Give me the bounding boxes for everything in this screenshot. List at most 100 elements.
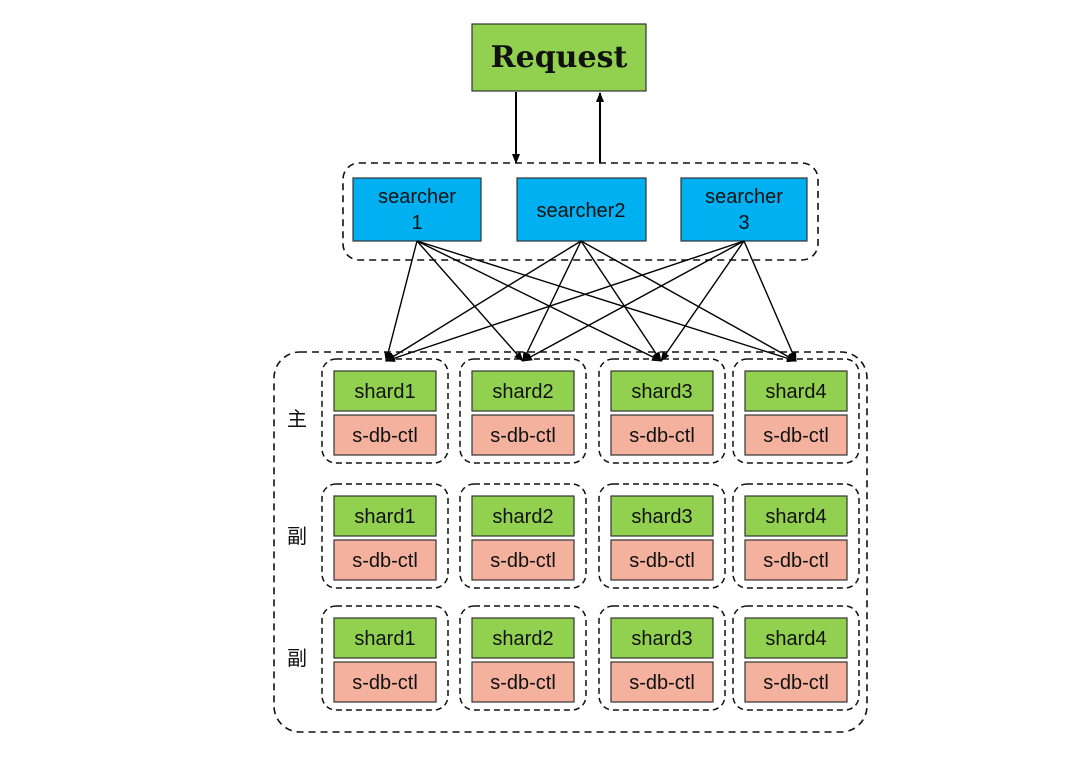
shard-unit-border xyxy=(321,358,449,464)
db-ctl-label: s-db-ctl xyxy=(490,672,556,694)
shard-unit: shard2 s-db-ctl xyxy=(459,358,587,464)
shard-unit-border xyxy=(598,605,726,711)
db-ctl-label: s-db-ctl xyxy=(763,672,829,694)
shard-unit-border xyxy=(598,358,726,464)
shard-label: shard1 xyxy=(354,506,415,528)
shard-grid: shard1 s-db-ctl shard2 s-db-ctl shard3 s-db-c… xyxy=(321,358,860,711)
db-ctl-label: s-db-ctl xyxy=(352,550,418,572)
db-ctl-label: s-db-ctl xyxy=(629,550,695,572)
shard-unit: shard2 s-db-ctl xyxy=(459,605,587,711)
shard-unit-border xyxy=(321,483,449,589)
shard-label: shard3 xyxy=(631,628,692,650)
arrow-s1-shard3 xyxy=(416,240,662,362)
db-ctl-box xyxy=(333,539,437,581)
db-ctl-box xyxy=(471,661,575,703)
request-label: Request xyxy=(491,40,628,75)
shard-unit-border xyxy=(459,483,587,589)
arrow-s1-shard1 xyxy=(384,240,418,362)
shard-label: shard3 xyxy=(631,506,692,528)
shard-label: shard4 xyxy=(765,628,826,650)
shard-box xyxy=(471,370,575,412)
shard-box xyxy=(744,495,848,537)
shard-box xyxy=(471,495,575,537)
db-ctl-label: s-db-ctl xyxy=(763,550,829,572)
shard-unit-border xyxy=(732,358,860,464)
arrow-s1-shard4 xyxy=(416,240,797,363)
shard-box xyxy=(333,617,437,659)
arrow-s2-shard4 xyxy=(580,240,797,362)
shard-label: shard2 xyxy=(492,506,553,528)
row-label-replica-1: 副 xyxy=(287,525,307,548)
shard-unit-border xyxy=(732,483,860,589)
row-label-primary: 主 xyxy=(287,408,307,431)
db-ctl-box xyxy=(333,661,437,703)
shard-box xyxy=(610,495,714,537)
shard-unit-border xyxy=(321,605,449,711)
searcher-2-label: searcher2 xyxy=(537,200,626,222)
arrow-s2-shard1 xyxy=(385,240,582,362)
db-ctl-label: s-db-ctl xyxy=(490,425,556,447)
shard-box xyxy=(333,370,437,412)
searcher-node-1: searcher 1 xyxy=(352,177,482,242)
shard-cluster-group xyxy=(273,351,868,733)
db-ctl-label: s-db-ctl xyxy=(490,550,556,572)
request-node: Request xyxy=(471,23,647,92)
arrow-s2-shard3 xyxy=(580,240,662,362)
db-ctl-label: s-db-ctl xyxy=(629,672,695,694)
shard-box xyxy=(610,370,714,412)
db-ctl-box xyxy=(744,661,848,703)
db-ctl-label: s-db-ctl xyxy=(352,425,418,447)
arrow-s2-shard2 xyxy=(522,240,582,362)
shard-unit-border xyxy=(459,358,587,464)
shard-unit-border xyxy=(459,605,587,711)
shard-unit: shard3 s-db-ctl xyxy=(598,358,726,464)
db-ctl-box xyxy=(744,539,848,581)
shard-unit: shard2 s-db-ctl xyxy=(459,483,587,589)
shard-unit-border xyxy=(598,483,726,589)
db-ctl-label: s-db-ctl xyxy=(352,672,418,694)
searcher-group xyxy=(342,162,819,261)
searcher-node-3: searcher 3 xyxy=(680,177,808,242)
arrow-s3-shard2 xyxy=(522,240,745,362)
shard-label: shard4 xyxy=(765,506,826,528)
shard-label: shard2 xyxy=(492,381,553,403)
shard-unit: shard3 s-db-ctl xyxy=(598,605,726,711)
shard-unit: shard1 s-db-ctl xyxy=(321,358,449,464)
arrow-s3-shard3 xyxy=(660,240,745,362)
shard-unit: shard1 s-db-ctl xyxy=(321,605,449,711)
row-label-replica-2: 副 xyxy=(287,647,307,670)
shard-label: shard2 xyxy=(492,628,553,650)
searcher-3-label-line-2: 3 xyxy=(738,212,749,234)
searcher-to-shard-arrows xyxy=(384,240,797,363)
shard-label: shard3 xyxy=(631,381,692,403)
shard-unit-border xyxy=(732,605,860,711)
db-ctl-label: s-db-ctl xyxy=(629,425,695,447)
shard-unit: shard4 s-db-ctl xyxy=(732,358,860,464)
shard-box xyxy=(471,617,575,659)
db-ctl-box xyxy=(744,414,848,456)
db-ctl-label: s-db-ctl xyxy=(763,425,829,447)
shard-unit: shard3 s-db-ctl xyxy=(598,483,726,589)
searcher-1-label-line-2: 1 xyxy=(411,212,422,234)
shard-unit: shard1 s-db-ctl xyxy=(321,483,449,589)
shard-box xyxy=(744,617,848,659)
shard-unit: shard4 s-db-ctl xyxy=(732,605,860,711)
db-ctl-box xyxy=(471,414,575,456)
shard-label: shard1 xyxy=(354,628,415,650)
arrow-s1-shard2 xyxy=(416,240,524,362)
db-ctl-box xyxy=(610,414,714,456)
arrow-s3-shard4 xyxy=(743,240,797,362)
shard-box xyxy=(333,495,437,537)
searcher-1-label-line-1: searcher xyxy=(378,186,456,208)
shard-unit: shard4 s-db-ctl xyxy=(732,483,860,589)
shard-label: shard1 xyxy=(354,381,415,403)
db-ctl-box xyxy=(333,414,437,456)
searcher-node-2: searcher2 xyxy=(516,177,647,242)
db-ctl-box xyxy=(471,539,575,581)
arrow-s3-shard1 xyxy=(385,240,745,362)
shard-box xyxy=(610,617,714,659)
db-ctl-box xyxy=(610,661,714,703)
shard-box xyxy=(744,370,848,412)
shard-label: shard4 xyxy=(765,381,826,403)
